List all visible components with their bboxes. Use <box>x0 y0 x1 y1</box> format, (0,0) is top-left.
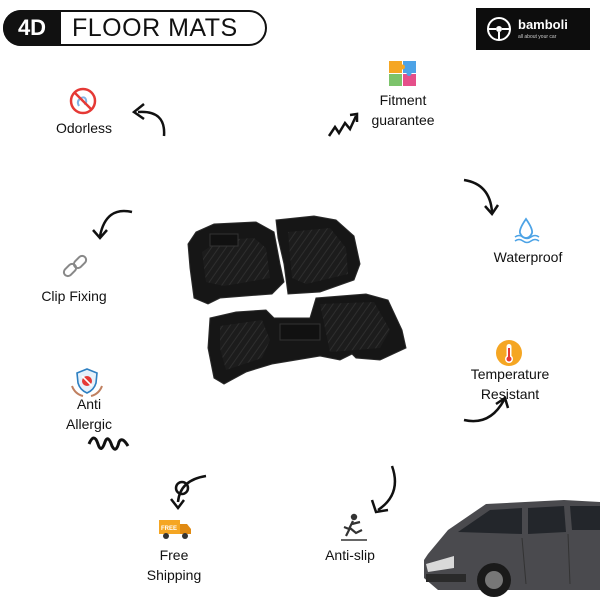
arrow-icon <box>463 396 510 423</box>
squiggle-arrow-icon <box>327 112 359 137</box>
feature-waterproof: Waterproof <box>493 249 563 265</box>
brand-name: bamboli <box>518 17 568 32</box>
feature-free-line1: Free <box>159 547 189 563</box>
floor-mats-image <box>187 215 407 385</box>
header-tag-badge: 4D <box>3 10 61 46</box>
steering-wheel-icon <box>487 17 511 41</box>
water-drop-icon <box>514 217 540 244</box>
arrow-icon <box>170 474 207 511</box>
squiggle-icon <box>87 436 130 451</box>
header-tag: 4D <box>17 15 47 40</box>
arrow-icon <box>370 465 397 514</box>
feature-fitment-line2: guarantee <box>371 112 435 128</box>
feature-anti-line2: Allergic <box>66 416 112 432</box>
brand-logo: bamboli all about your car <box>476 8 590 50</box>
delivery-truck-icon: FREE <box>159 520 191 539</box>
arrow-icon <box>92 209 133 240</box>
feature-anti-line1: Anti <box>76 396 102 412</box>
feature-fitment-line1: Fitment <box>379 92 427 108</box>
feature-temperature-line1: Temperature <box>470 366 550 382</box>
svg-text:FREE: FREE <box>161 526 177 532</box>
chain-link-icon <box>62 254 88 278</box>
puzzle-icon <box>389 61 416 86</box>
shield-hands-icon <box>71 368 103 397</box>
feature-odorless: Odorless <box>55 120 113 136</box>
feature-anti-slip: Anti-slip <box>325 547 375 563</box>
feature-temperature-line2: Resistant <box>480 386 540 402</box>
arrow-icon <box>131 103 166 137</box>
no-smell-icon <box>69 87 97 115</box>
page-title: FLOOR MATS <box>72 14 238 42</box>
brand-tagline: all about your car <box>518 34 557 40</box>
thermometer-icon <box>496 340 522 366</box>
feature-free-line2: Shipping <box>146 567 202 583</box>
slipping-person-icon <box>341 513 367 541</box>
arrow-icon <box>463 178 500 217</box>
car-image <box>424 500 600 597</box>
feature-clip-fixing: Clip Fixing <box>41 288 107 304</box>
